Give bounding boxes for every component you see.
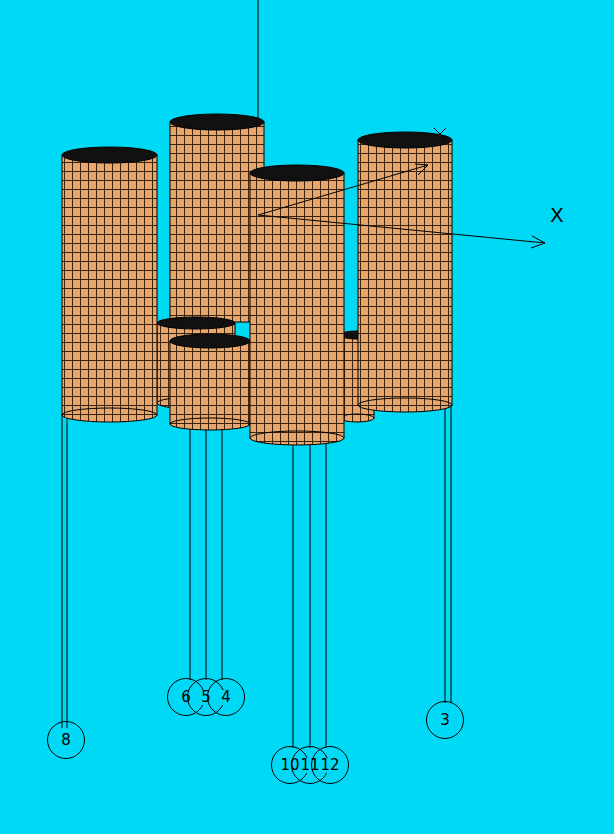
callout-number: 3	[439, 713, 451, 728]
tendon-anchor-circle: 12	[311, 746, 349, 784]
callout-number: 6	[180, 690, 192, 705]
callout-number: 11	[299, 758, 320, 773]
callout-number: 8	[60, 733, 72, 748]
callout-number: 4	[220, 690, 232, 705]
callout-number: 10	[279, 758, 300, 773]
axis-label: X	[550, 203, 564, 227]
callout-number: 12	[319, 758, 340, 773]
tendon-anchor-circle: 4	[207, 678, 245, 716]
tendon-anchor-circle: 8	[47, 721, 85, 759]
callout-number: 5	[200, 690, 212, 705]
tendon-anchor-circle: 3	[426, 701, 464, 739]
